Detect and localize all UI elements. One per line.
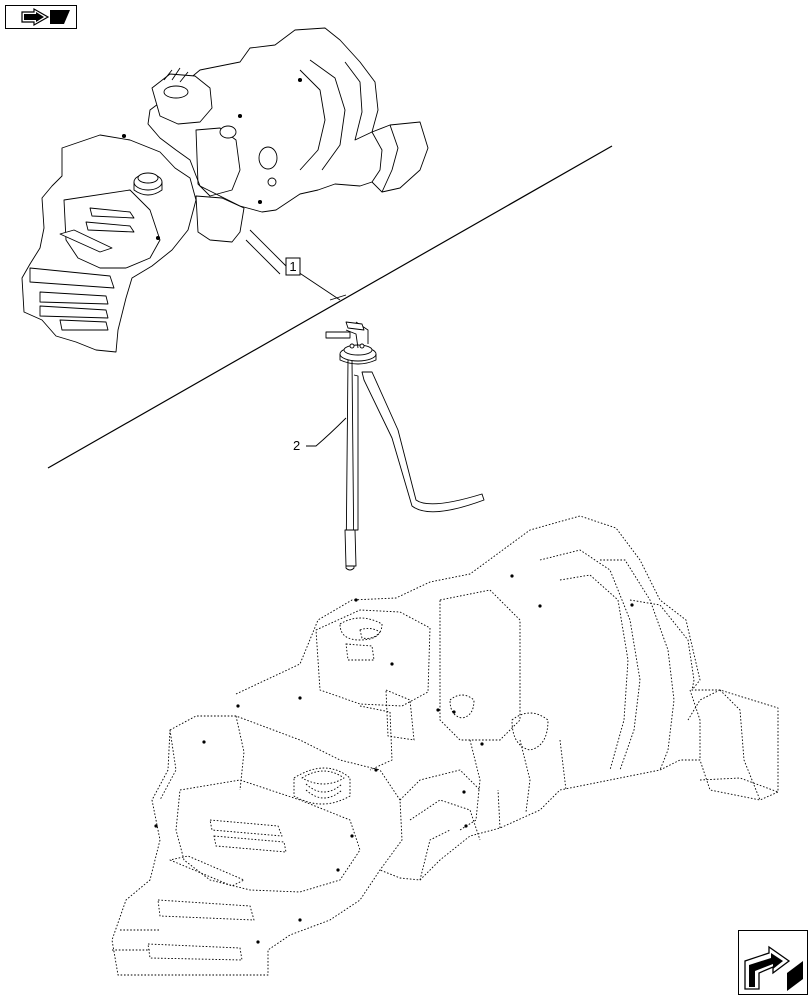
arrow-back-icon bbox=[21, 7, 70, 27]
callout-1-leader bbox=[245, 229, 347, 301]
callout-1-text: 1 bbox=[289, 259, 296, 274]
callout-2-text: 2 bbox=[293, 438, 300, 453]
previous-page-button[interactable] bbox=[5, 5, 77, 29]
arrow-forward-icon bbox=[744, 945, 803, 991]
fuel-level-sender bbox=[325, 321, 485, 571]
callout-2-leader bbox=[306, 417, 347, 447]
section-divider-line bbox=[47, 145, 613, 469]
fuel-tank-small bbox=[21, 27, 429, 353]
next-page-button[interactable] bbox=[738, 930, 808, 995]
callout-1-label: 1 bbox=[285, 257, 301, 276]
phantom-tank-fastener-dots bbox=[154, 574, 634, 944]
fuel-tank-phantom bbox=[111, 515, 779, 976]
